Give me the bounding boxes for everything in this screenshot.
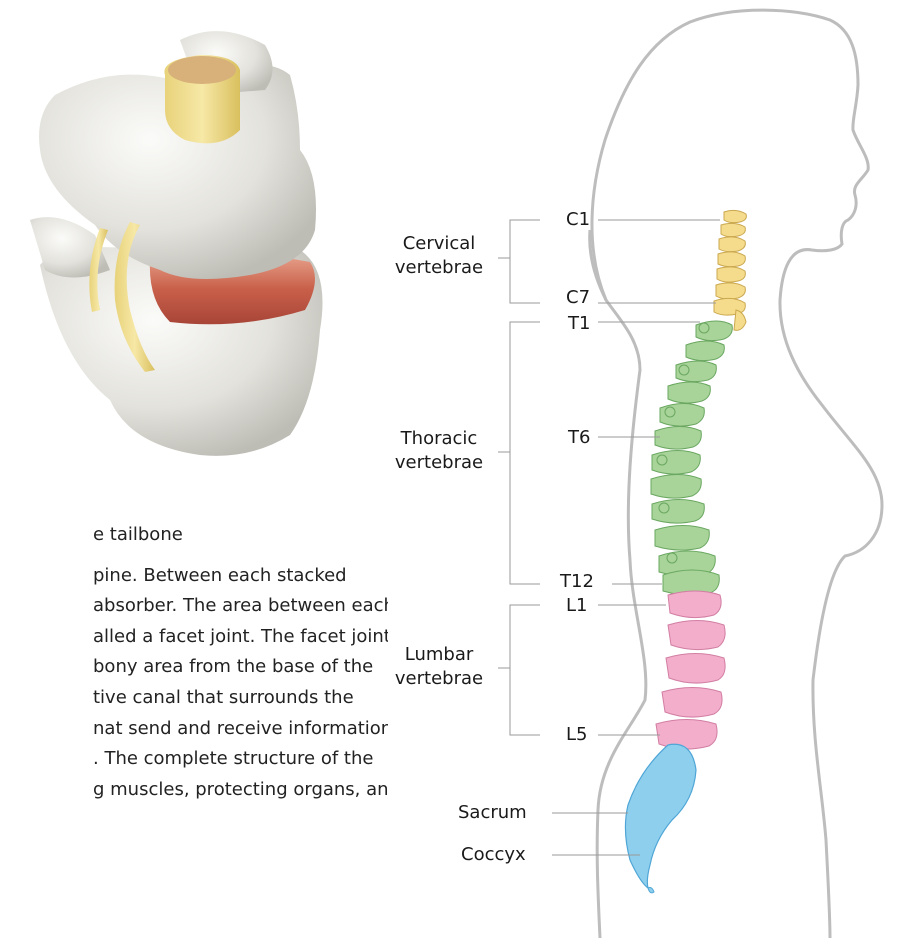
marker-l1: L1 — [566, 594, 587, 618]
sacrum-shape — [625, 744, 696, 888]
thoracic-vertebrae-label: Thoracic vertebrae — [380, 427, 498, 475]
group-label-line: Lumbar — [380, 643, 498, 667]
marker-l5: L5 — [566, 723, 587, 747]
lumbar-spine — [656, 591, 725, 749]
group-label-line: vertebrae — [380, 451, 498, 475]
group-label-line: vertebrae — [380, 256, 498, 280]
lumbar-vertebrae-label: Lumbar vertebrae — [380, 643, 498, 691]
thoracic-spine — [651, 321, 732, 595]
marker-t6: T6 — [568, 426, 590, 450]
marker-c1: C1 — [566, 208, 590, 232]
marker-t1: T1 — [568, 312, 590, 336]
group-label-line: Cervical — [380, 232, 498, 256]
cervical-vertebrae-label: Cervical vertebrae — [380, 232, 498, 280]
sacrum-label: Sacrum — [458, 801, 527, 825]
cervical-spine — [714, 210, 746, 330]
marker-t12: T12 — [560, 570, 594, 594]
coccyx-shape — [648, 888, 654, 893]
marker-c7: C7 — [566, 286, 590, 310]
coccyx-label: Coccyx — [461, 843, 526, 867]
group-label-line: vertebrae — [380, 667, 498, 691]
group-label-line: Thoracic — [380, 427, 498, 451]
